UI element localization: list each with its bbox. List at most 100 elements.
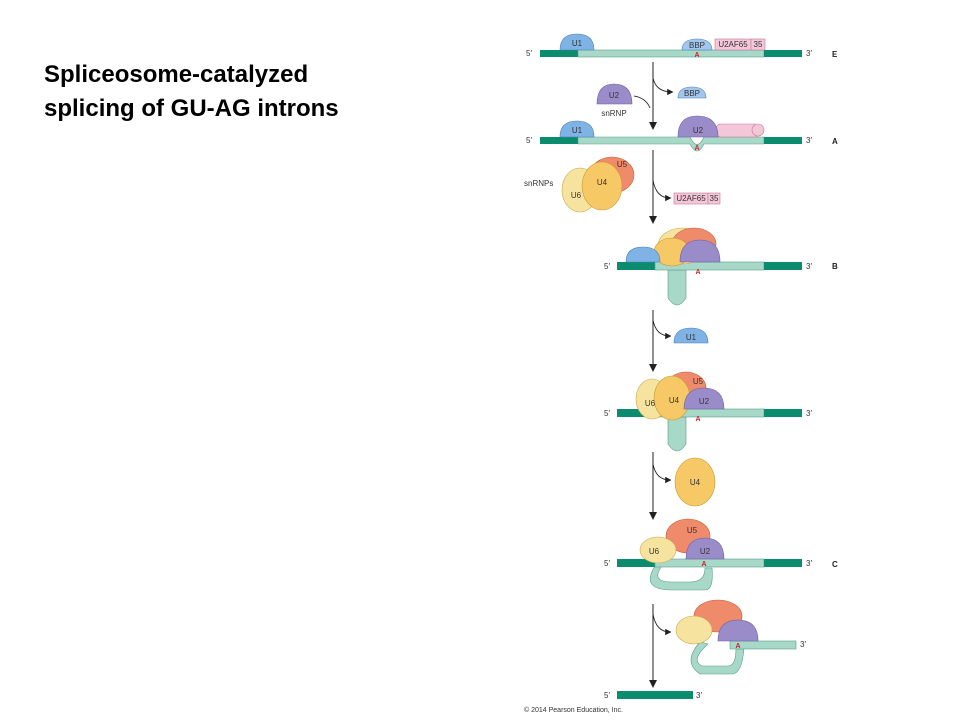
lariat-u2: [717, 619, 759, 642]
copyright-notice: © 2014 Pearson Education, Inc.: [524, 706, 623, 714]
released-u4-label: U4: [690, 478, 701, 487]
u2af35-label: 35: [754, 40, 763, 49]
release-arrow-lariat: [652, 613, 672, 636]
exon-1: [617, 691, 655, 699]
branch-site-a: A: [701, 561, 706, 568]
exon-2: [764, 409, 802, 417]
released-u2af35: [707, 192, 721, 205]
branch-site-a: A: [695, 416, 700, 423]
three-prime-label: 3′: [806, 49, 812, 58]
five-prime-label: 5′: [604, 409, 610, 418]
release-arrow-bbp: [652, 77, 674, 96]
join-arrow-u2: [633, 95, 651, 109]
u6-label: U6: [645, 399, 656, 408]
spliced-mrna: 5′ 3′: [604, 691, 702, 700]
released-u1-label: U1: [686, 333, 697, 342]
lariat-three-prime-label: 3′: [800, 640, 806, 649]
exon-1: [540, 50, 578, 57]
incoming-u2-snrnp: [596, 83, 633, 105]
u2af65-label: U2AF65: [718, 40, 748, 49]
three-prime-label: 3′: [806, 409, 812, 418]
branch-site-a: A: [694, 52, 699, 59]
lariat-branch-a: A: [735, 643, 740, 650]
u1-snrnp: [559, 33, 595, 51]
u1-snrnp: [559, 120, 595, 138]
five-prime-label: 5′: [526, 49, 532, 58]
u2af35-bound: [751, 123, 765, 137]
u1-snrnp: [625, 246, 661, 263]
u6-label: U6: [649, 547, 660, 556]
lariat-tail: [729, 640, 797, 650]
complex-c: U5 U6 U2 A 5′ 3′ C: [604, 518, 838, 591]
incoming-u2-label: U2: [609, 91, 620, 100]
released-u1: [673, 327, 709, 344]
complex-e: U1 BBP U2AF65 35 A 5′ 3′ E: [526, 33, 838, 59]
u1-label: U1: [572, 126, 583, 135]
u2-snrnp: [679, 239, 721, 263]
u5-label: U5: [687, 526, 698, 535]
lariat-u6: [675, 615, 713, 645]
exon-2: [764, 137, 802, 144]
exon-2: [655, 691, 693, 699]
released-u4: [674, 457, 716, 507]
release-arrow-u1: [652, 319, 672, 340]
three-prime-label: 3′: [806, 559, 812, 568]
released-bbp: [677, 86, 707, 99]
exon-1: [617, 262, 655, 270]
tri-u6-label: U6: [571, 191, 582, 200]
complex-b-activated: U5 U4 U6 U2 A 5′ 3′: [604, 371, 812, 452]
stage-label-e: E: [832, 50, 838, 59]
mrna-five-prime-label: 5′: [604, 691, 610, 700]
snrnps-label: snRNPs: [524, 179, 553, 188]
lariat-loop: [650, 565, 713, 591]
intron: [577, 49, 765, 58]
exon-1: [617, 409, 655, 417]
release-arrow-u4: [652, 463, 672, 484]
five-prime-label: 5′: [604, 559, 610, 568]
intron-loop: [667, 269, 687, 306]
u2-snrnp: [677, 115, 719, 138]
bbp-label: BBP: [689, 41, 705, 50]
five-prime-label: 5′: [604, 262, 610, 271]
diagram-title: Spliceosome-catalyzed splicing of GU-AG …: [44, 58, 464, 126]
u4-label: U4: [669, 396, 680, 405]
bbp-protein: [681, 38, 713, 51]
exon-2: [764, 559, 802, 567]
released-u2af65-label: U2AF65: [676, 194, 706, 203]
intron-loop: [667, 416, 687, 452]
release-arrow-u2af: [652, 179, 672, 202]
exon-2: [764, 50, 802, 57]
tri-snrnp-u4: [581, 161, 623, 211]
stage-label-a: A: [832, 137, 838, 146]
released-bbp-label: BBP: [684, 89, 700, 98]
three-prime-label: 3′: [806, 262, 812, 271]
mrna-three-prime-label: 3′: [696, 691, 702, 700]
intron-bulge: [577, 136, 765, 152]
u2-label: U2: [699, 397, 710, 406]
three-prime-label: 3′: [806, 136, 812, 145]
u1-label: U1: [572, 39, 583, 48]
u2-snrnp: [685, 537, 725, 560]
released-u2af35-label: 35: [710, 194, 719, 203]
stage-label-c: C: [832, 560, 838, 569]
complex-b: A 5′ 3′ B: [604, 227, 838, 306]
tri-u4-label: U4: [597, 178, 608, 187]
snrnp-label: snRNP: [601, 109, 626, 118]
exon-1: [617, 559, 655, 567]
u2-label: U2: [700, 547, 711, 556]
title-line-2: splicing of GU-AG introns: [44, 95, 339, 122]
title-line-1: Spliceosome-catalyzed: [44, 61, 309, 88]
u2-label: U2: [693, 126, 704, 135]
five-prime-label: 5′: [526, 136, 532, 145]
intron: [654, 558, 765, 568]
u6-snrnp: [639, 536, 677, 564]
u2af35-protein: [750, 38, 766, 51]
branch-site-a: A: [695, 269, 700, 276]
u2-snrnp: [683, 387, 725, 410]
u5-label: U5: [693, 377, 704, 386]
stage-label-b: B: [832, 262, 838, 271]
tri-u5-label: U5: [617, 160, 628, 169]
exon-1: [540, 137, 578, 144]
branch-site-a: A: [694, 145, 699, 152]
